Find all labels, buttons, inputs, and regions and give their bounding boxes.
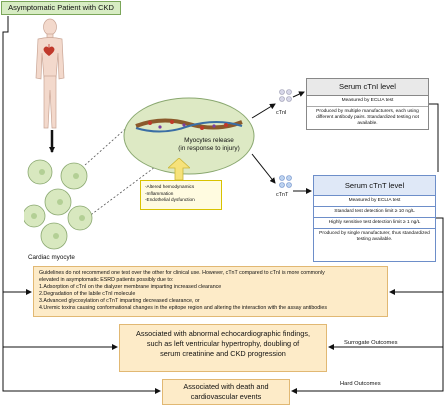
factor-item: -Altered hemodynamics [145, 184, 195, 189]
ctni-molecule-icon [279, 89, 292, 102]
factor-item: -Inflammation [145, 190, 174, 196]
tnt-right-connector [291, 217, 444, 394]
hard-line: cardiovascular events [190, 392, 262, 401]
guidelines-line: 4.Uremic toxins causing conformational c… [39, 304, 327, 311]
guidelines-box: Guidelines do not recommend one test ove… [33, 266, 388, 317]
cardiac-myocyte-label: Cardiac myocyte [28, 254, 75, 261]
title-box: Asymptomatic Patient with CKD [1, 1, 121, 15]
guidelines-line: 3.Advanced glycosylation of cTnT imparti… [39, 297, 200, 304]
up-arrow-icon [168, 158, 190, 180]
myocyte-cells [24, 159, 93, 250]
serum-ctnt-row: Measured by ECLIA test [314, 196, 435, 207]
myocytes-release-line2: (in response to injury) [178, 145, 240, 152]
myocyte-ellipse [123, 97, 255, 175]
myocytes-release-label: Myocytes release (in response to injury) [164, 137, 254, 153]
serum-ctni-row: Measured by ECLIA test [307, 96, 428, 107]
ctni-to-box-arrow [292, 91, 305, 98]
serum-ctnt-header: Serum cTnT level [314, 176, 435, 196]
hard-outcomes-label: Hard Outcomes [340, 381, 381, 387]
surrogate-outcome-box: Associated with abnormal echocardiograph… [119, 324, 327, 372]
guidelines-line: 1.Adsorption of cTnI on the dialyzer mem… [39, 283, 222, 290]
guidelines-line: elevated in asymptomatic ESRD patients p… [39, 276, 174, 283]
serum-ctni-box: Serum cTnI level Measured by ECLIA test … [306, 78, 429, 130]
ctnt-arrow [251, 153, 276, 184]
filament-icon [135, 118, 243, 133]
dashed-link-top [84, 113, 143, 166]
factors-box: -Altered hemodynamics -Inflammation -End… [140, 180, 222, 210]
ctni-label: cTnI [276, 110, 287, 116]
hard-outcome-box: Associated with death and cardiovascular… [162, 379, 290, 405]
ctnt-molecule-icon [279, 175, 292, 188]
tni-right-connector [429, 103, 439, 172]
serum-ctnt-row: Highly sensitive test detection limit ≥ … [314, 218, 435, 229]
surrogate-line: such as left ventricular hypertrophy, do… [146, 339, 300, 348]
left-connector [2, 16, 161, 394]
guidelines-line: 2.Degradation of the labile cTnI molecul… [39, 290, 136, 297]
serum-ctnt-row: Produced by single manufacturer, thus st… [319, 231, 430, 242]
heart-icon [43, 46, 55, 56]
surrogate-line: Associated with abnormal echocardiograph… [135, 329, 310, 338]
serum-ctnt-box: Serum cTnT level Measured by ECLIA test … [313, 175, 436, 262]
surrogate-outcomes-label: Surrogate Outcomes [344, 340, 398, 346]
factor-item: -Endothelial dysfunction [145, 197, 195, 202]
human-figure-icon [35, 18, 65, 129]
ctni-arrow [251, 103, 276, 119]
guidelines-line: Guidelines do not recommend one test ove… [39, 270, 325, 276]
hard-line: Associated with death and [183, 382, 269, 391]
surrogate-line: serum creatinine and CKD progression [160, 349, 286, 358]
myocytes-release-line1: Myocytes release [184, 137, 234, 144]
serum-ctni-row: Produced by multiple manufacturers, each… [316, 109, 419, 126]
ctnt-label: cTnT [276, 192, 289, 198]
serum-ctni-header: Serum cTnI level [307, 79, 428, 96]
serum-ctnt-row: Standard test detection limit ≥ 10 ng/L [314, 207, 435, 218]
